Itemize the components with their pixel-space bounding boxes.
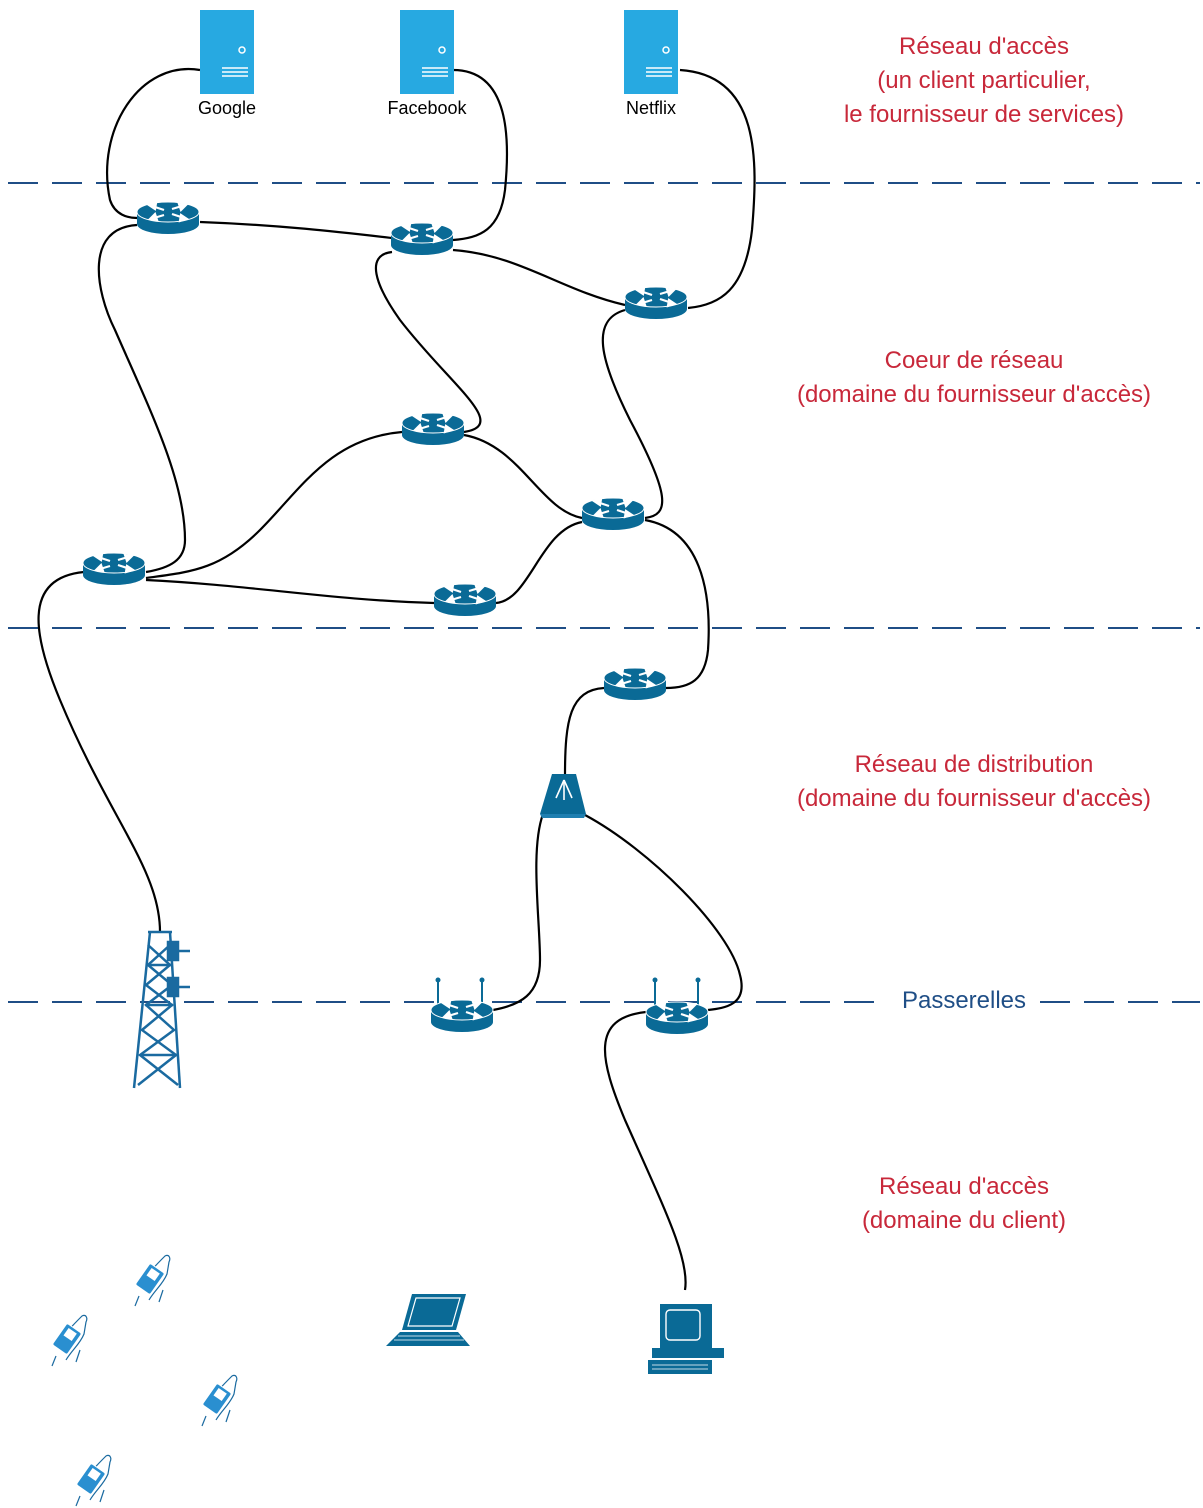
zone-label-line: le fournisseur de services) — [844, 101, 1124, 128]
server-icon — [623, 9, 679, 95]
router-icon — [81, 551, 147, 587]
desktop-computer-icon — [648, 1304, 724, 1374]
network-links — [37, 67, 756, 1291]
zone-label-top: Réseau d'accès (un client particulier, l… — [844, 33, 1124, 128]
zone-label-gateways: Passerelles — [902, 987, 1026, 1014]
zone-label-line: (domaine du fournisseur d'accès) — [797, 381, 1151, 408]
handheld-phone-icon — [75, 1454, 112, 1507]
handheld-phone-icon — [51, 1314, 88, 1367]
server-icon — [399, 9, 455, 95]
zone-label-client: Réseau d'accès (domaine du client) — [862, 1173, 1066, 1234]
zone-label-line: (un client particulier, — [877, 67, 1090, 94]
server-icon — [199, 9, 255, 95]
server-netflix: Netflix — [623, 9, 679, 118]
zone-label-line: (domaine du client) — [862, 1207, 1066, 1234]
handheld-phone-icon — [134, 1254, 171, 1307]
zone-label-line: Coeur de réseau — [885, 347, 1064, 374]
server-google: Google — [198, 9, 256, 118]
router-icon — [602, 666, 668, 702]
server-facebook: Facebook — [387, 9, 468, 118]
access-switch-icon — [540, 774, 586, 818]
wireless-router-icon — [644, 977, 710, 1036]
zone-label-line: (domaine du fournisseur d'accès) — [797, 785, 1151, 812]
router-icon — [135, 200, 201, 236]
zone-label-line: Réseau d'accès — [879, 1173, 1049, 1200]
zone-label-core: Coeur de réseau (domaine du fournisseur … — [797, 347, 1151, 408]
zone-label-distribution: Réseau de distribution (domaine du fourn… — [797, 751, 1151, 812]
server-label: Facebook — [387, 98, 467, 118]
laptop-icon — [386, 1294, 470, 1346]
router-icon — [623, 285, 689, 321]
router-icon — [400, 411, 466, 447]
zone-label-line: Réseau d'accès — [899, 33, 1069, 60]
router-icon — [580, 496, 646, 532]
cell-tower-icon — [132, 930, 190, 1089]
server-label: Netflix — [626, 98, 676, 118]
router-icon — [432, 582, 498, 618]
wireless-router-icon — [429, 977, 495, 1034]
server-label: Google — [198, 98, 256, 118]
handheld-phone-icon — [201, 1374, 238, 1427]
router-icon — [389, 221, 455, 257]
zone-label-line: Réseau de distribution — [855, 751, 1094, 778]
